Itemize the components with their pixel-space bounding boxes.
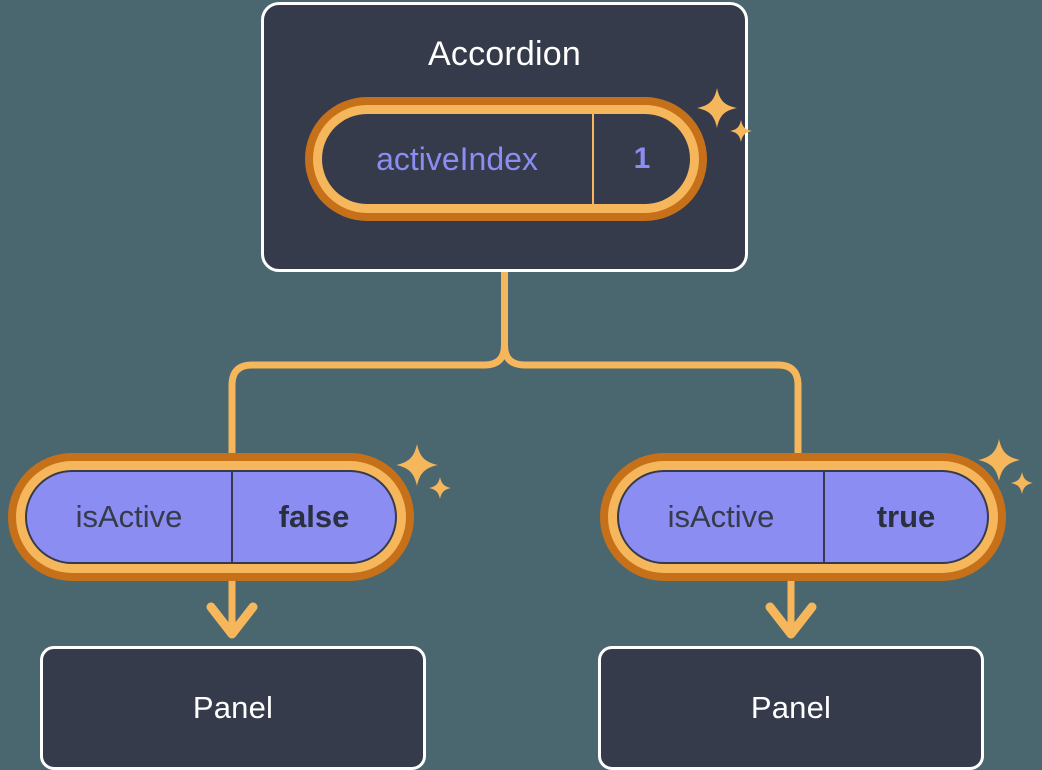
isactive-true-pill-key: isActive — [619, 472, 825, 562]
tree-branch-connector-right-icon — [501, 341, 802, 457]
isactive-false-pill-value: false — [278, 499, 350, 534]
panel-left-title: Panel — [192, 690, 274, 725]
arrow-down-icon-left — [206, 578, 258, 639]
activeindex-pill-key: activeIndex — [322, 114, 594, 204]
isactive-false-pill-key: isActive — [27, 472, 233, 562]
panel-card-left[interactable]: Panel — [40, 646, 426, 770]
arrow-down-icon-right — [765, 578, 817, 639]
isactive-false-state-pill[interactable]: isActive false — [25, 470, 397, 564]
panel-card-right[interactable]: Panel — [598, 646, 984, 770]
isactive-true-state-pill[interactable]: isActive true — [617, 470, 989, 564]
accordion-card-title: Accordion — [428, 35, 581, 73]
tree-branch-connector-icon — [228, 268, 508, 457]
panel-right-title: Panel — [750, 690, 832, 725]
isactive-true-pill-value: true — [876, 499, 936, 534]
activeindex-pill-value: 1 — [633, 142, 651, 175]
activeindex-state-pill[interactable]: activeIndex 1 — [322, 114, 690, 204]
